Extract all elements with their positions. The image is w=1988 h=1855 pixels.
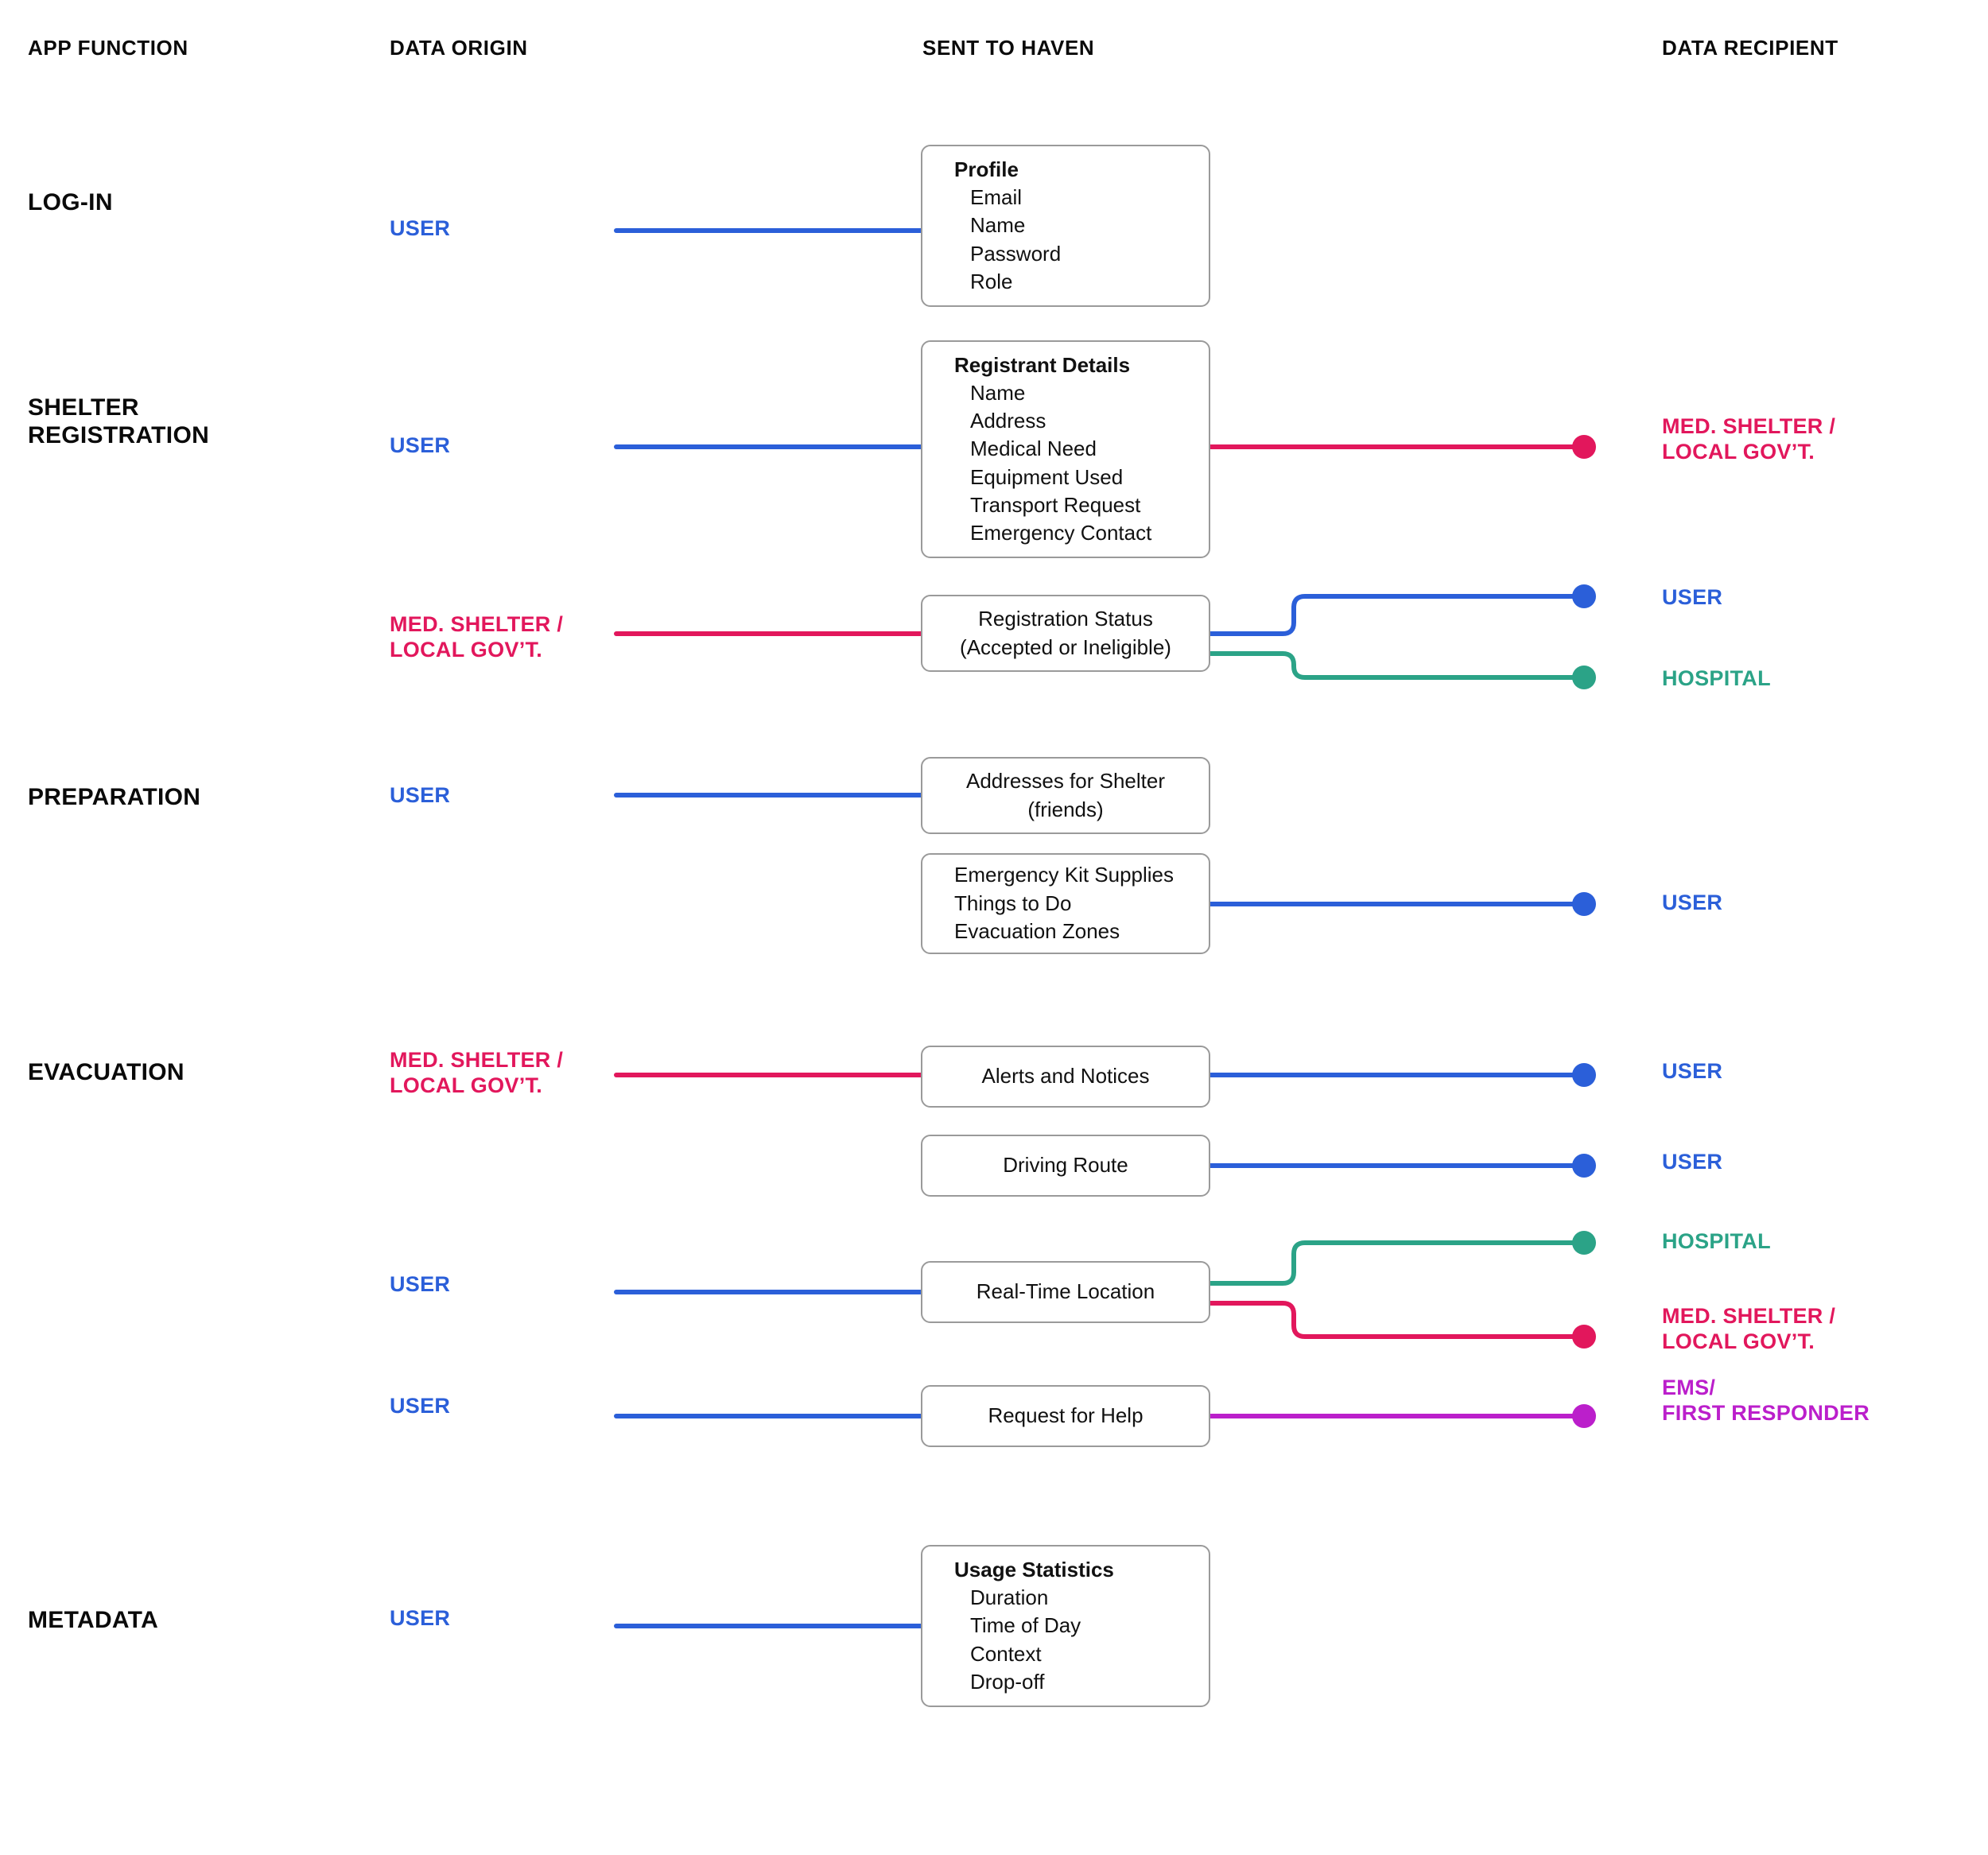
wire-location-to-hospital [1208,1240,1576,1286]
box-registrant-details-title: Registrant Details [954,353,1131,378]
wire-regstatus-to-hospital-endpoint-dot [1572,666,1596,689]
wire-regstatus-to-hospital [1208,651,1576,680]
box-preparation-resources-line: Evacuation Zones [954,919,1120,944]
box-request-for-help-content: Request for Help [922,1402,1209,1430]
box-profile-title: Profile [954,157,1019,182]
column-header-data_origin: DATA ORIGIN [390,36,528,60]
app-function-preparation: PREPARATION [28,784,201,810]
app-function-evacuation: EVACUATION [28,1059,184,1085]
box-usage-statistics-item: Drop-off [970,1669,1045,1694]
box-registration-status-content: Registration Status (Accepted or Ineligib… [922,605,1209,662]
wire-location-to-gov-endpoint-dot [1572,1325,1596,1349]
box-registration-status: Registration Status (Accepted or Ineligib… [921,595,1210,672]
recipient-regstatus-hosp: HOSPITAL [1662,666,1771,690]
box-profile-item: Name [970,213,1026,238]
box-real-time-location: Real-Time Location [921,1261,1210,1323]
box-profile-item: Email [970,185,1023,210]
column-header-data_recipient: DATA RECIPIENT [1662,36,1839,60]
box-registrant-details-item: Transport Request [970,492,1141,517]
box-profile-item: Role [970,269,1013,293]
box-real-time-location-content: Real-Time Location [922,1278,1209,1306]
recipient-route-user: USER [1662,1150,1723,1174]
box-registrant-details-item: Medical Need [970,437,1097,461]
origin-evacuation-gov: MED. SHELTER / LOCAL GOV’T. [390,1048,564,1097]
wire-details-to-gov-endpoint-dot [1572,435,1596,459]
recipient-regdetails-gov: MED. SHELTER / LOCAL GOV’T. [1662,414,1836,464]
recipient-location-hosp: HOSPITAL [1662,1229,1771,1253]
box-real-time-location-line: Real-Time Location [976,1279,1155,1304]
box-driving-route-content: Driving Route [922,1151,1209,1180]
box-registration-status-line: (Accepted or Ineligible) [960,635,1171,659]
origin-help-user: USER [390,1394,451,1418]
box-preparation-resources-line: Emergency Kit Supplies [954,863,1175,887]
box-addresses-for-shelter-content: Addresses for Shelter (friends) [922,767,1209,824]
app-function-metadata: METADATA [28,1607,159,1633]
origin-regstatus-gov: MED. SHELTER / LOCAL GOV’T. [390,612,564,662]
box-alerts-and-notices-content: Alerts and Notices [922,1062,1209,1091]
app-function-shelter-registration: SHELTER REGISTRATION [28,394,210,449]
column-header-sent_to_haven: SENT TO HAVEN [922,36,1095,60]
box-addresses-for-shelter-line: Addresses for Shelter [965,768,1165,793]
app-function-log-in: LOG-IN [28,189,113,215]
box-addresses-for-shelter: Addresses for Shelter (friends) [921,757,1210,834]
wire-regstatus-to-user-endpoint-dot [1572,584,1596,608]
box-driving-route-line: Driving Route [1003,1153,1128,1178]
box-usage-statistics-title: Usage Statistics [954,1558,1114,1582]
recipient-alerts-user: USER [1662,1059,1723,1083]
origin-location-user: USER [390,1272,451,1296]
box-preparation-resources-line: Things to Do [954,891,1072,915]
origin-preparation-user: USER [390,783,451,807]
box-driving-route: Driving Route [921,1135,1210,1197]
box-request-for-help: Request for Help [921,1385,1210,1447]
box-usage-statistics-item: Duration [970,1585,1049,1610]
wire-alerts-to-user-endpoint-dot [1572,1063,1596,1087]
recipient-location-gov: MED. SHELTER / LOCAL GOV’T. [1662,1304,1836,1353]
wire-route-to-user-endpoint-dot [1572,1154,1596,1178]
box-registrant-details-item: Equipment Used [970,464,1124,489]
wire-help-to-ems-endpoint-dot [1572,1404,1596,1428]
box-registrant-details-item: Address [970,409,1046,433]
recipient-regstatus-user: USER [1662,585,1723,609]
recipient-help-ems: EMS/ FIRST RESPONDER [1662,1376,1870,1425]
wire-location-to-hospital-endpoint-dot [1572,1231,1596,1255]
box-request-for-help-line: Request for Help [988,1403,1143,1428]
origin-metadata-user: USER [390,1606,451,1630]
recipient-preparation-user: USER [1662,891,1723,914]
box-usage-statistics-item: Context [970,1641,1042,1666]
wire-regstatus-to-user [1208,594,1576,636]
box-addresses-for-shelter-line: (friends) [1027,797,1104,821]
wire-resources-to-user-endpoint-dot [1572,892,1596,916]
origin-registration-user: USER [390,433,451,457]
wire-location-to-gov [1208,1301,1576,1339]
box-registrant-details-item: Emergency Contact [970,520,1152,545]
box-alerts-and-notices: Alerts and Notices [921,1046,1210,1108]
box-usage-statistics-item: Time of Day [970,1613,1081,1638]
column-header-app_function: APP FUNCTION [28,36,188,60]
box-registrant-details-item: Name [970,381,1026,406]
origin-login-user: USER [390,216,451,240]
box-profile-item: Password [970,241,1062,266]
box-registration-status-line: Registration Status [978,606,1153,631]
box-alerts-and-notices-line: Alerts and Notices [981,1064,1150,1089]
